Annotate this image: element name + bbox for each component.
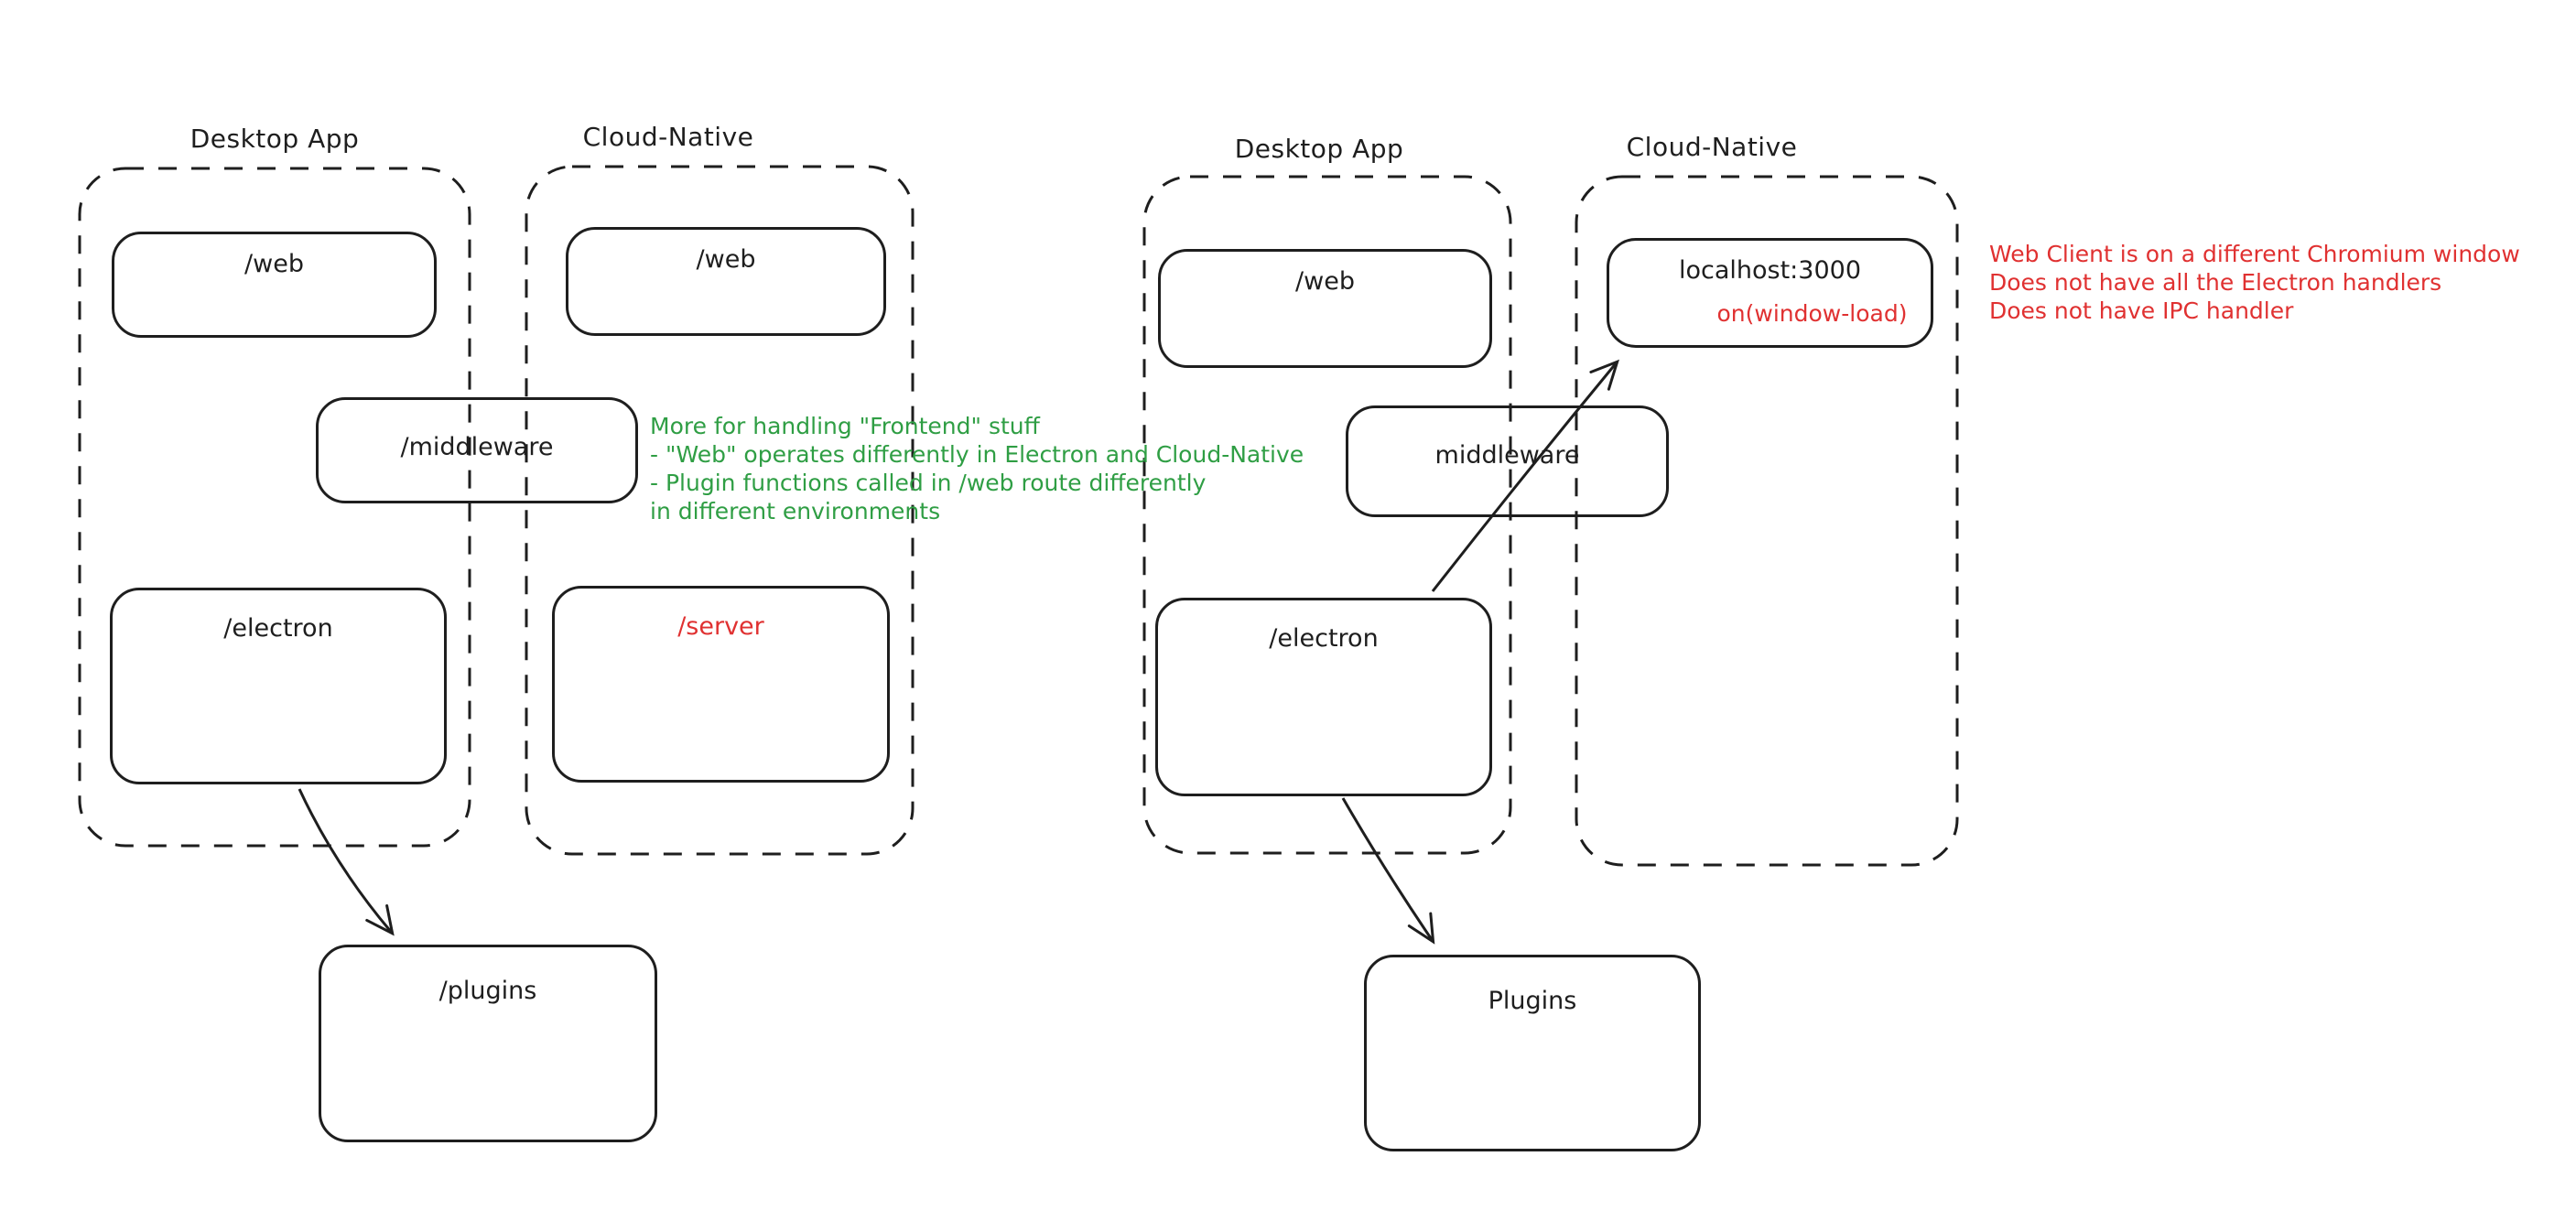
arrow-electron-to-plugins-right	[1341, 797, 1435, 945]
left-plugins-label: /plugins	[438, 977, 537, 1005]
note-line: Web Client is on a different Chromium wi…	[1989, 241, 2520, 267]
note-line: Does not have all the Electron handlers	[1989, 269, 2442, 296]
left-middleware-box: /middleware	[316, 397, 638, 503]
right-cloud-native-container	[1575, 175, 1959, 867]
note-line: in different environments	[650, 498, 941, 524]
right-desktop-web-box: /web	[1158, 249, 1492, 368]
right-localhost-box: localhost:3000 on(window-load)	[1607, 238, 1933, 348]
left-desktop-web-label: /web	[244, 250, 304, 278]
left-electron-label: /electron	[223, 614, 333, 643]
right-localhost-event-label: on(window-load)	[1716, 300, 1908, 327]
arrow-electron-to-plugins-left	[298, 788, 395, 936]
left-cloud-web-label: /web	[696, 245, 756, 274]
left-server-label: /server	[677, 612, 764, 641]
right-desktop-container-label: Desktop App	[1234, 134, 1404, 164]
left-cloud-web-box: /web	[566, 227, 886, 336]
right-electron-label: /electron	[1269, 624, 1379, 653]
arrow-electron-to-localhost	[1431, 359, 1619, 592]
note-line: More for handling "Frontend" stuff	[650, 413, 1040, 439]
note-line: Does not have IPC handler	[1989, 297, 2294, 324]
left-plugins-box: /plugins	[319, 945, 657, 1142]
left-middleware-label: /middleware	[400, 433, 554, 461]
right-plugins-box: Plugins	[1364, 955, 1701, 1151]
right-localhost-label: localhost:3000	[1678, 256, 1861, 285]
right-desktop-web-label: /web	[1295, 267, 1355, 296]
left-server-box: /server	[552, 586, 890, 783]
left-desktop-web-box: /web	[112, 232, 437, 338]
right-electron-box: /electron	[1155, 598, 1492, 796]
right-plugins-label: Plugins	[1488, 987, 1577, 1015]
left-cloud-native-container	[525, 165, 915, 856]
left-electron-box: /electron	[110, 588, 447, 784]
left-desktop-container-label: Desktop App	[189, 124, 360, 154]
note-line: - "Web" operates differently in Electron…	[650, 441, 1304, 468]
right-note-red: Web Client is on a different Chromium wi…	[1989, 240, 2520, 325]
left-cloud-container-label: Cloud-Native	[582, 122, 754, 152]
left-note-green: More for handling "Frontend" stuff - "We…	[650, 412, 1304, 525]
note-line: - Plugin functions called in /web route …	[650, 470, 1207, 496]
right-cloud-container-label: Cloud-Native	[1626, 132, 1798, 162]
left-desktop-app-container	[78, 167, 471, 848]
right-middleware-box: middleware	[1346, 405, 1669, 517]
right-middleware-label: middleware	[1434, 441, 1580, 470]
